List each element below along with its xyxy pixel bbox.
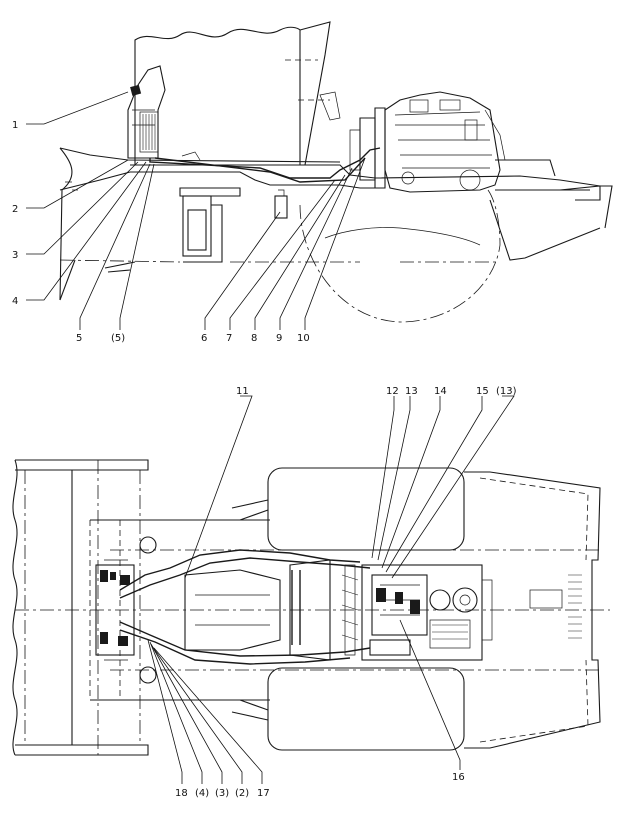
top-view (12, 459, 610, 756)
callout-5-paren: (5) (111, 333, 125, 344)
callout-6: 6 (201, 333, 207, 344)
valve-block (139, 111, 159, 153)
side-view-callouts: 1 2 3 4 5 (5) 6 7 8 9 10 (12, 91, 366, 344)
top-view-cut-edge (12, 459, 18, 756)
cab-pillar (299, 21, 331, 166)
callout-4: 4 (12, 296, 18, 307)
tire-bottom (267, 667, 465, 751)
callout-13-paren: (13) (496, 386, 517, 397)
callout-2-paren: (2) (235, 788, 249, 799)
callout-5: 5 (76, 333, 82, 344)
callout-12: 12 (386, 386, 399, 397)
callout-2: 2 (12, 204, 18, 215)
rear-fender (464, 471, 601, 749)
callout-8: 8 (251, 333, 257, 344)
callout-4-paren: (4) (195, 788, 209, 799)
front-axle (182, 195, 223, 263)
callout-10: 10 (297, 333, 310, 344)
callout-11: 11 (236, 386, 249, 397)
callout-13: 13 (405, 386, 418, 397)
engine-top (361, 564, 493, 661)
callout-9: 9 (276, 333, 282, 344)
tire-top (267, 467, 465, 551)
callout-3: 3 (12, 250, 18, 261)
callout-14: 14 (434, 386, 447, 397)
engine-side (349, 91, 506, 193)
side-view (59, 21, 613, 323)
callout-1: 1 (12, 120, 18, 131)
rear-wheel-outline (299, 189, 501, 323)
valve-cluster (95, 536, 157, 684)
pipe-top-lower (119, 621, 371, 657)
cab-hidden-line (285, 59, 330, 101)
cooling-fan (341, 564, 359, 656)
callout-17: 17 (257, 788, 270, 799)
callout-15: 15 (476, 386, 489, 397)
front-wheel-outline (59, 259, 500, 263)
rear-grille (529, 574, 582, 639)
callout-7: 7 (226, 333, 232, 344)
callout-3-paren: (3) (215, 788, 229, 799)
control-lever (130, 84, 142, 96)
filter (274, 189, 288, 219)
top-view-callouts: 11 12 13 14 15 (13) 16 18 (4) (3) (2) 17 (147, 386, 517, 799)
callout-16: 16 (452, 772, 465, 783)
pipe-top-upper (119, 549, 361, 591)
pipe-side-main (149, 147, 381, 179)
callout-18: 18 (175, 788, 188, 799)
cab-outline (134, 26, 301, 166)
